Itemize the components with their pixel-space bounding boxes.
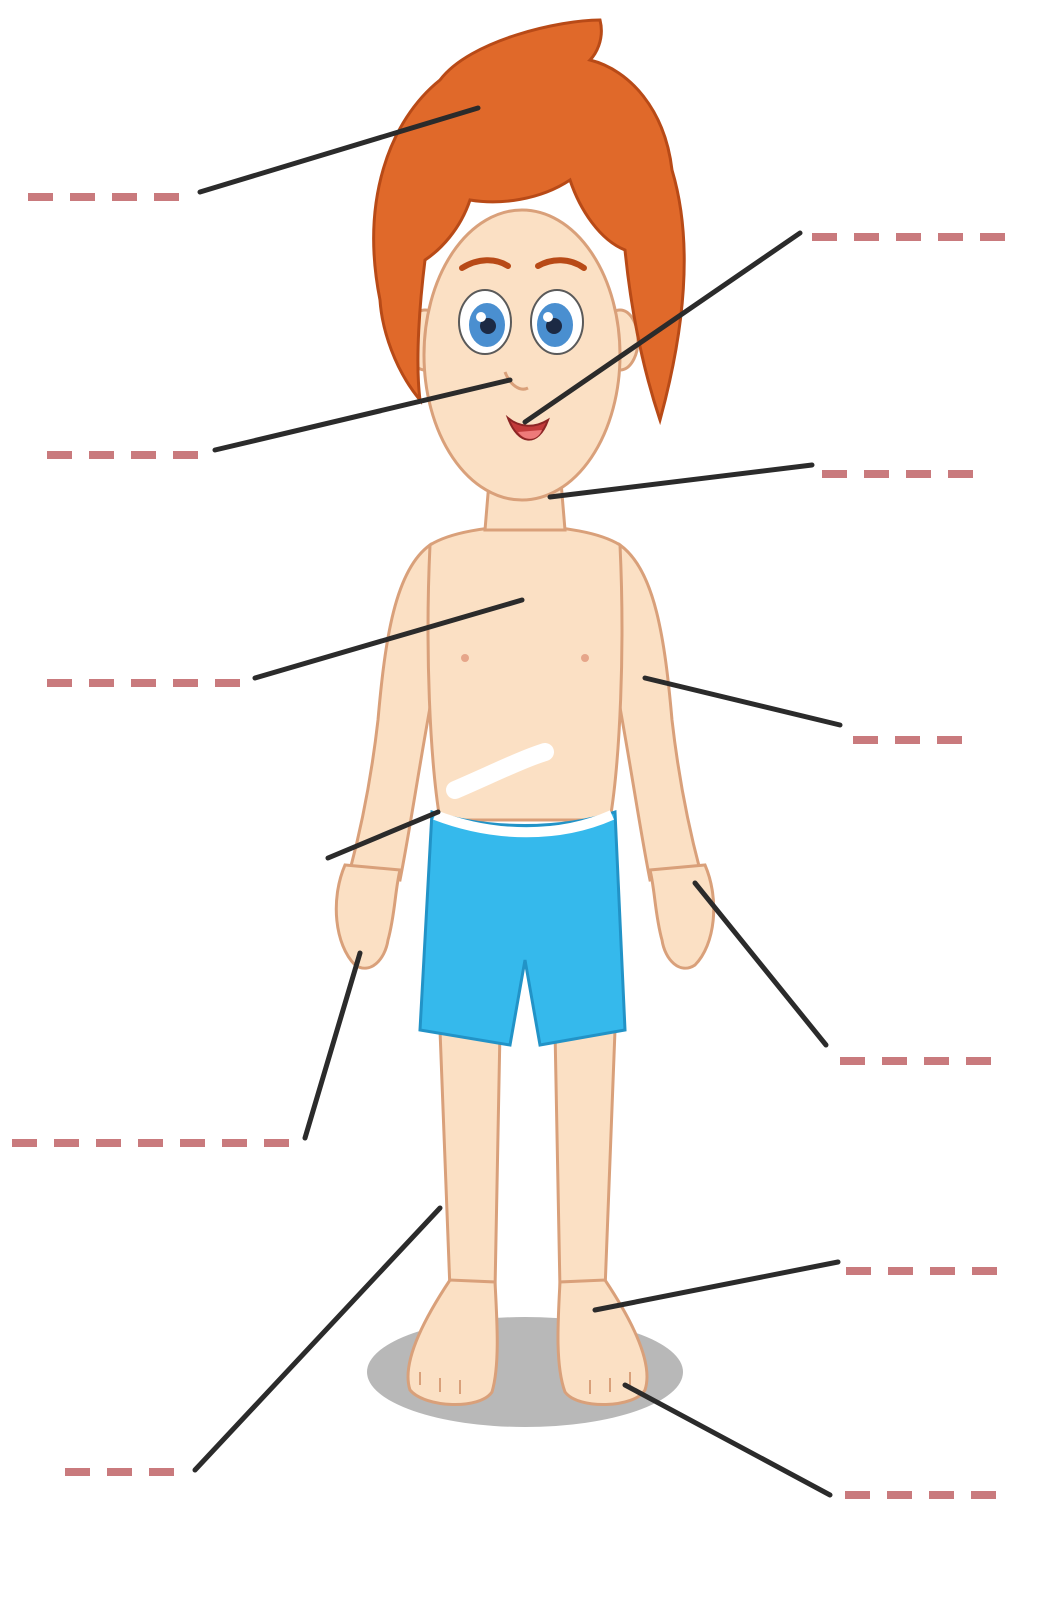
blank-chest[interactable] [47, 679, 240, 687]
blank-dash [28, 193, 53, 201]
leader-arm [645, 678, 840, 725]
blank-dash [138, 1139, 163, 1147]
blank-dash [948, 470, 973, 478]
blank-dash [131, 451, 156, 459]
blank-dash [173, 451, 198, 459]
blank-dash [89, 451, 114, 459]
blank-dash [966, 1057, 991, 1065]
blank-hair[interactable] [28, 193, 179, 201]
blank-neck[interactable] [822, 470, 973, 478]
blank-dash [846, 1267, 871, 1275]
blank-toes[interactable] [845, 1491, 996, 1499]
blank-dash [149, 1468, 174, 1476]
blank-dash [154, 193, 179, 201]
blank-arm[interactable] [853, 736, 962, 744]
blank-dash [896, 233, 921, 241]
left-nipple [461, 654, 469, 662]
leader-hand-left [305, 953, 360, 1138]
blank-dash [822, 470, 847, 478]
left-hand [336, 865, 400, 968]
leader-toes [625, 1385, 830, 1495]
blank-dash [938, 233, 963, 241]
blank-dash [12, 1139, 37, 1147]
blank-dash [888, 1267, 913, 1275]
face [424, 210, 620, 500]
blank-dash [882, 1057, 907, 1065]
blank-dash [853, 736, 878, 744]
blank-dash [887, 1491, 912, 1499]
left-foot [408, 1280, 497, 1405]
leader-hand-right [695, 883, 826, 1045]
blank-dash [971, 1491, 996, 1499]
blank-leg[interactable] [65, 1468, 174, 1476]
blank-dash [112, 193, 137, 201]
blank-dash [222, 1139, 247, 1147]
blank-dash [937, 736, 962, 744]
blank-dash [215, 679, 240, 687]
blank-dash [131, 679, 156, 687]
blank-dash [47, 679, 72, 687]
blank-dash [89, 679, 114, 687]
blank-dash [980, 233, 1005, 241]
right-arm [615, 545, 700, 880]
blank-dash [65, 1468, 90, 1476]
right-foot [558, 1280, 647, 1405]
blank-dash [54, 1139, 79, 1147]
blank-dash [854, 233, 879, 241]
blank-dash [264, 1139, 289, 1147]
blank-dash [864, 470, 889, 478]
blank-dash [972, 1267, 997, 1275]
blank-dash [895, 736, 920, 744]
shorts [420, 812, 625, 1045]
blank-dash [173, 679, 198, 687]
right-leg [555, 1030, 615, 1290]
blank-dash [840, 1057, 865, 1065]
blank-foot[interactable] [846, 1267, 997, 1275]
blank-dash [906, 470, 931, 478]
right-hand [650, 865, 714, 968]
blank-dash [96, 1139, 121, 1147]
blank-dash [845, 1491, 870, 1499]
leader-foot [595, 1262, 838, 1310]
blank-dash [924, 1057, 949, 1065]
blank-dash [930, 1267, 955, 1275]
leader-neck [550, 465, 812, 497]
left-eye-glint [476, 312, 486, 322]
blank-dash [180, 1139, 205, 1147]
right-eye-glint [543, 312, 553, 322]
blank-hand-right[interactable] [840, 1057, 991, 1065]
blank-dash [70, 193, 95, 201]
blank-mouth[interactable] [812, 233, 1005, 241]
right-nipple [581, 654, 589, 662]
blank-dash [812, 233, 837, 241]
left-leg [440, 1030, 500, 1290]
blank-dash [929, 1491, 954, 1499]
blank-dash [47, 451, 72, 459]
blank-nose[interactable] [47, 451, 198, 459]
torso [428, 526, 622, 820]
boy-figure [336, 20, 713, 1405]
blank-hand-left[interactable] [12, 1139, 289, 1147]
blank-dash [107, 1468, 132, 1476]
